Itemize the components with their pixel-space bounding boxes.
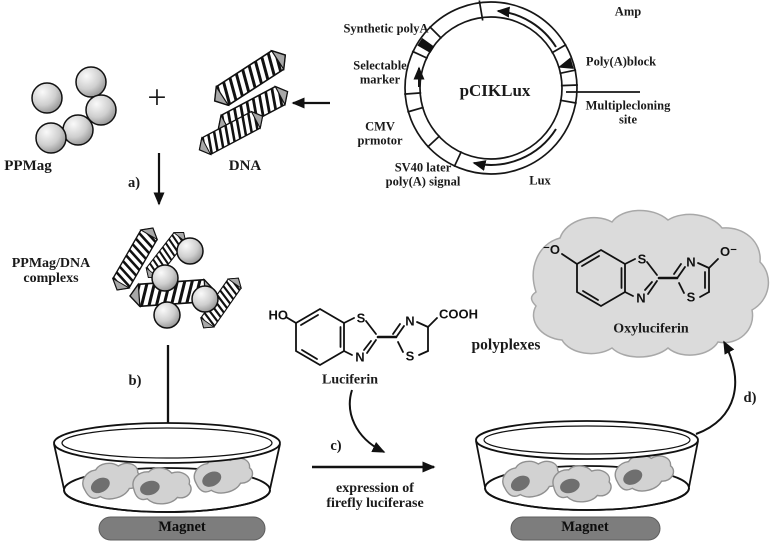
luciferin-label: Luciferin: [322, 372, 378, 388]
plasmid-multicloning-label: Multiplecloning site: [585, 98, 671, 126]
oxyluciferin-n1-atom: N: [636, 290, 646, 306]
luciferin-ho-atom: HO: [268, 307, 289, 323]
magnet-bar-right: [510, 516, 661, 541]
plasmid-amp-label: Amp: [614, 4, 642, 19]
plasmid-name: pCIKLux: [459, 80, 531, 100]
step-b-label: b): [128, 373, 142, 390]
ppmag-label: PPMag: [4, 157, 52, 174]
luciferin-s2-atom: S: [405, 348, 415, 364]
oxyluciferin-o-left-atom: ⁻O: [543, 242, 560, 257]
magnet-label-right: Magnet: [561, 519, 609, 536]
ppmag-dna-complex: [107, 220, 248, 334]
plasmid-synthetic-polya-label: Synthetic polyA: [343, 21, 429, 36]
plasmid-cmv-label: CMV prmotor: [357, 119, 403, 147]
plasmid-polyablock-label: Poly(A)block: [585, 54, 657, 69]
plasmid-lux-label: Lux: [529, 173, 551, 188]
complexes-label: PPMag/DNA complexs: [11, 255, 91, 286]
luciferin-addition-arrow: [348, 389, 386, 453]
luciferin-n1-atom: N: [355, 349, 365, 365]
oxyluciferin-label: Oxyluciferin: [613, 321, 689, 337]
oxyluciferin-s2-atom: S: [686, 289, 696, 305]
step-c-label: c): [330, 438, 342, 455]
petri-dish-left: [53, 422, 281, 513]
amp-arrow: [496, 6, 557, 48]
oxyluciferin-n2-atom: N: [686, 254, 696, 270]
step-d-label: d): [743, 390, 757, 407]
oxyluciferin-structure: [561, 248, 719, 308]
petri-dish-right: [475, 420, 699, 511]
lux-arrow: [472, 128, 557, 171]
dna-helices: [194, 42, 296, 161]
expression-label: expression of firefly luciferase: [326, 480, 424, 511]
plasmid-sv40-label: SV40 later poly(A) signal: [385, 160, 461, 188]
magnet-label-left: Magnet: [158, 519, 206, 536]
plus-sign: +: [147, 79, 167, 117]
plasmid-top-tick: [478, 0, 484, 21]
poly-a-block-wedge: [557, 57, 574, 69]
oxyluciferin-s1-atom: S: [637, 251, 647, 267]
ppmag-particles: [31, 66, 117, 154]
dna-label: DNA: [228, 157, 262, 174]
magnet-bar-left: [98, 516, 266, 541]
step-d-arrow: [695, 340, 737, 435]
oxyluciferin-o-right-atom: O⁻: [720, 244, 737, 259]
plasmid-selectable-marker-label: Selectable marker: [353, 58, 407, 86]
plasmid-map: [404, 0, 640, 175]
luciferin-structure: [285, 307, 438, 367]
luciferin-cooh-atom: COOH: [439, 306, 478, 322]
polyplexes-label: polyplexes: [471, 336, 541, 354]
synthetic-polya-mark: [417, 38, 435, 53]
luciferin-n2-atom: N: [405, 313, 415, 329]
luciferin-s1-atom: S: [356, 310, 366, 326]
step-a-label: a): [127, 175, 141, 192]
